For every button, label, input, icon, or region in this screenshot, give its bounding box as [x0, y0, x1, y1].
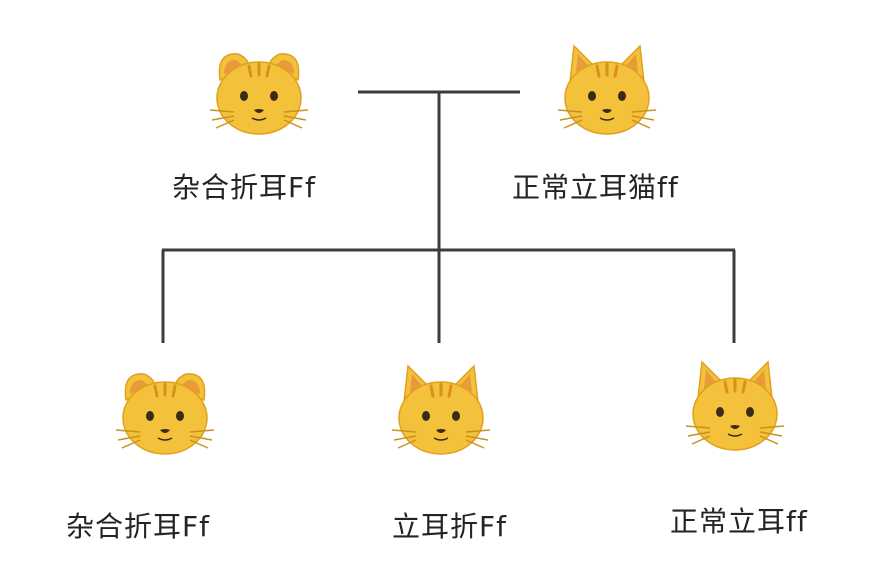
straight-ear-cat-icon [680, 356, 790, 456]
fold-ear-cat-icon [110, 360, 220, 460]
child-3-label: 正常立耳ff [670, 505, 808, 538]
child-2-label: 立耳折Ff [392, 510, 507, 543]
parent-2-label: 正常立耳猫ff [512, 171, 679, 204]
straight-ear-cat-icon [386, 360, 496, 460]
fold-ear-cat-icon [204, 40, 314, 140]
straight-ear-cat-icon [552, 40, 662, 140]
child-1-label: 杂合折耳Ff [66, 510, 210, 543]
parent-1-label: 杂合折耳Ff [172, 171, 316, 204]
